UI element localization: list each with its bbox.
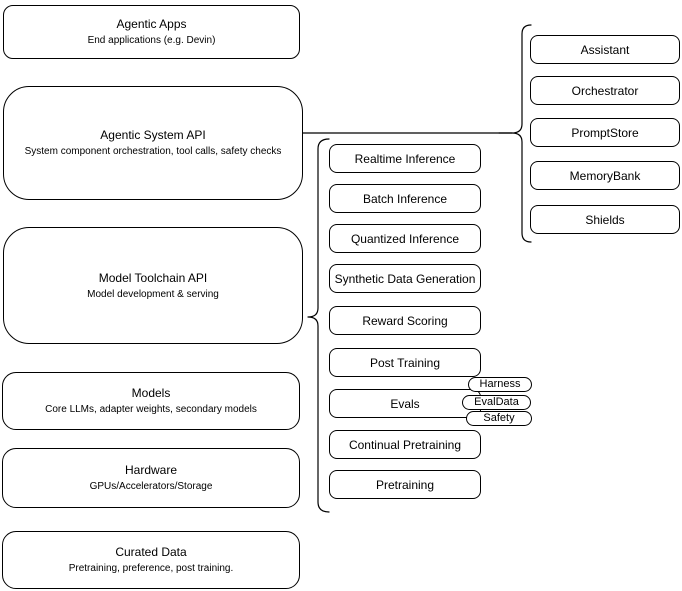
component-label: Shields — [585, 212, 625, 227]
toolchain-box-pretraining: Pretraining — [329, 470, 481, 499]
toolchain-box-quantized-inference: Quantized Inference — [329, 224, 481, 253]
eval-tag-label: Harness — [479, 378, 521, 390]
component-box-assistant: Assistant — [530, 35, 680, 64]
agentic-system-api-box: Agentic System API System component orch… — [3, 86, 303, 200]
agentic-apps-subtitle: End applications (e.g. Devin) — [87, 35, 216, 46]
model-toolchain-api-box: Model Toolchain API Model development & … — [3, 227, 303, 344]
eval-tag-evaldata: EvalData — [462, 395, 531, 410]
toolchain-box-synthetic-data-generation: Synthetic Data Generation — [329, 264, 481, 293]
toolchain-label: Pretraining — [375, 477, 435, 492]
hardware-box: Hardware GPUs/Accelerators/Storage — [2, 448, 300, 508]
model-toolchain-api-title: Model Toolchain API — [98, 270, 208, 285]
agentic-apps-title: Agentic Apps — [116, 17, 187, 31]
component-label: Orchestrator — [571, 83, 639, 98]
component-box-orchestrator: Orchestrator — [530, 76, 680, 105]
hardware-subtitle: GPUs/Accelerators/Storage — [89, 481, 213, 492]
eval-tag-label: EvalData — [474, 396, 519, 408]
eval-tag-label: Safety — [483, 412, 515, 424]
eval-tag-safety: Safety — [466, 411, 532, 426]
component-label: MemoryBank — [569, 168, 641, 183]
toolchain-label: Evals — [390, 396, 420, 411]
toolchain-label: Post Training — [369, 355, 441, 370]
curated-data-title: Curated Data — [115, 545, 187, 559]
toolchain-label: Realtime Inference — [354, 151, 456, 166]
hardware-title: Hardware — [124, 463, 178, 477]
toolchain-box-realtime-inference: Realtime Inference — [329, 144, 481, 173]
component-box-memorybank: MemoryBank — [530, 161, 680, 190]
component-label: Assistant — [580, 42, 630, 57]
models-box: Models Core LLMs, adapter weights, secon… — [2, 372, 300, 430]
model-toolchain-brace — [307, 138, 330, 513]
toolchain-box-reward-scoring: Reward Scoring — [329, 306, 481, 335]
component-box-promptstore: PromptStore — [530, 118, 680, 147]
toolchain-label: Synthetic Data Generation — [334, 271, 476, 286]
curated-data-box: Curated Data Pretraining, preference, po… — [2, 531, 300, 589]
models-title: Models — [131, 386, 171, 400]
toolchain-box-batch-inference: Batch Inference — [329, 184, 481, 213]
system-components-brace — [498, 24, 532, 243]
curated-data-subtitle: Pretraining, preference, post training. — [68, 563, 234, 574]
agentic-system-api-subtitle: System component orchestration, tool cal… — [24, 146, 282, 157]
models-subtitle: Core LLMs, adapter weights, secondary mo… — [45, 404, 257, 415]
toolchain-box-post-training: Post Training — [329, 348, 481, 377]
toolchain-box-evals: Evals — [329, 389, 481, 418]
eval-tag-harness: Harness — [468, 377, 532, 392]
toolchain-label: Reward Scoring — [362, 313, 448, 328]
agentic-apps-box: Agentic Apps End applications (e.g. Devi… — [3, 5, 300, 59]
component-label: PromptStore — [571, 125, 639, 140]
model-toolchain-api-subtitle: Model development & serving — [87, 288, 219, 300]
toolchain-label: Quantized Inference — [350, 231, 460, 246]
agentic-system-api-title: Agentic System API — [100, 128, 206, 142]
toolchain-label: Continual Pretraining — [348, 437, 462, 452]
toolchain-box-continual-pretraining: Continual Pretraining — [329, 430, 481, 459]
component-box-shields: Shields — [530, 205, 680, 234]
toolchain-label: Batch Inference — [362, 191, 448, 206]
